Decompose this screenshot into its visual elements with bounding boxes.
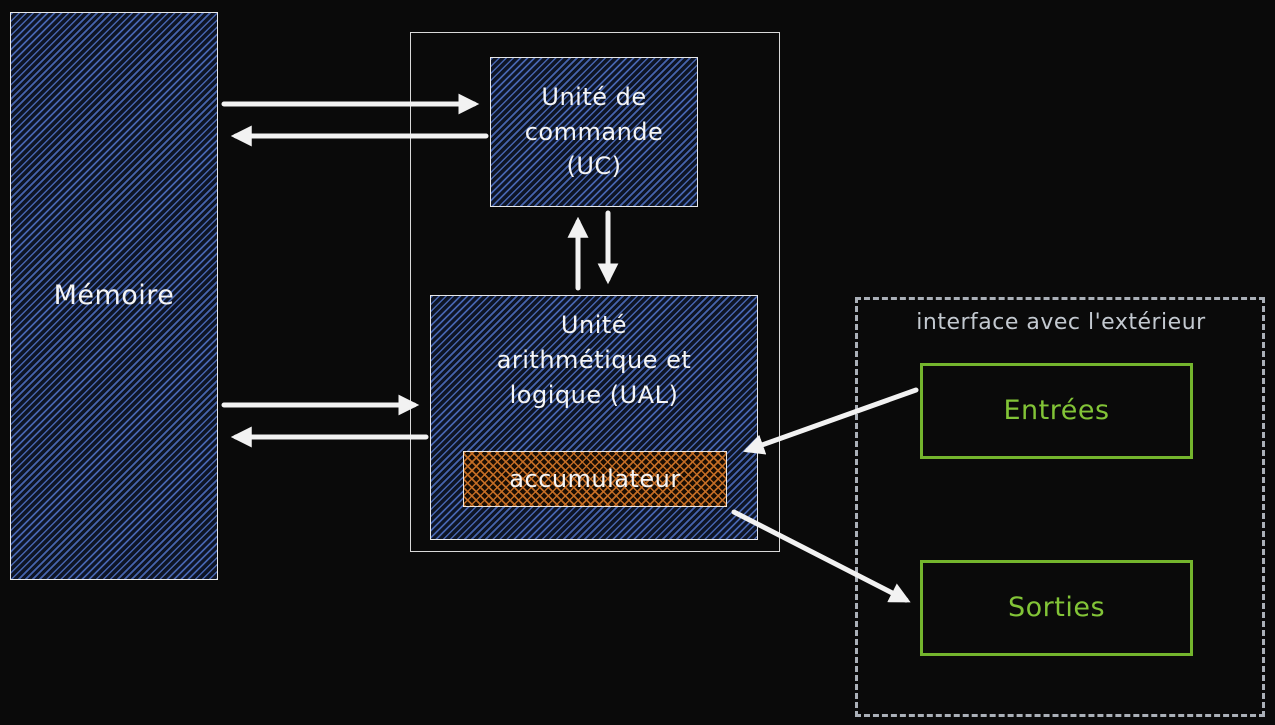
control-unit-label: Unité de commande (UC) bbox=[524, 82, 664, 181]
accumulator-box: accumulateur bbox=[463, 451, 727, 507]
control-unit-box: Unité de commande (UC) bbox=[490, 57, 698, 207]
memory-label: Mémoire bbox=[53, 280, 175, 312]
cpu-container-box bbox=[410, 32, 780, 552]
exterior-interface-box bbox=[855, 297, 1265, 717]
inputs-label: Entrées bbox=[1003, 395, 1110, 427]
outputs-box: Sorties bbox=[920, 560, 1193, 656]
accumulator-label: accumulateur bbox=[509, 464, 681, 493]
inputs-box: Entrées bbox=[920, 363, 1193, 459]
outputs-label: Sorties bbox=[1007, 592, 1106, 624]
alu-label: Unité arithmétique et logique (UAL) bbox=[496, 311, 692, 409]
exterior-interface-title: interface avec l'extérieur bbox=[916, 310, 1206, 335]
memory-box: Mémoire bbox=[10, 12, 218, 580]
